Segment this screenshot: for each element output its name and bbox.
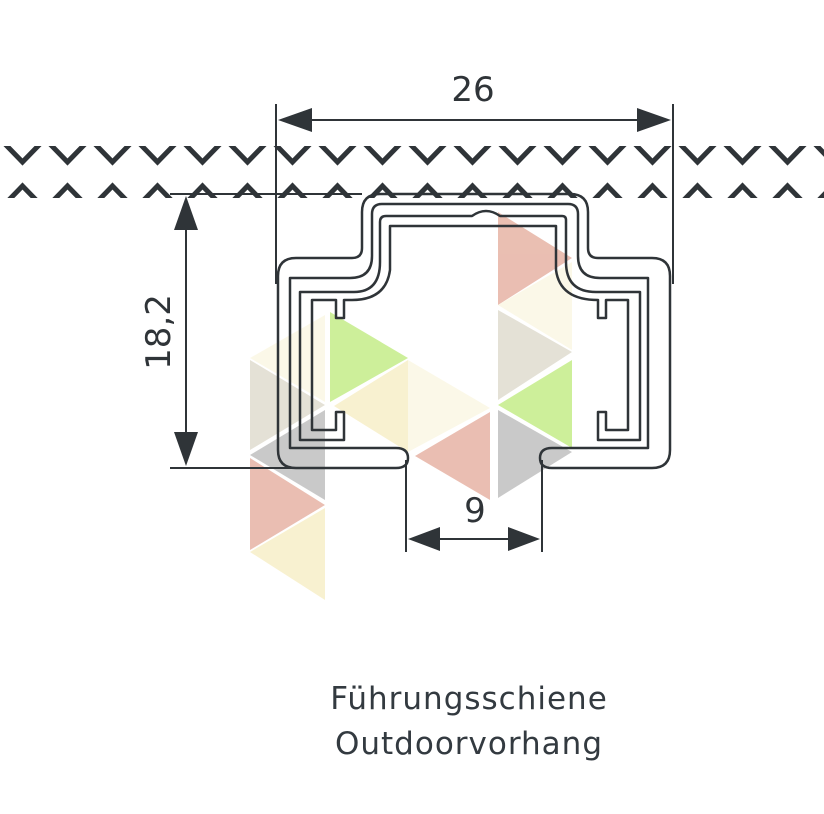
fabric-triangle (330, 312, 408, 402)
chain-pattern-row (0, 146, 824, 198)
caption-line-2: Outdoorvorhang (334, 726, 604, 762)
fabric-triangle (498, 262, 572, 350)
fabric-triangle (250, 508, 325, 600)
fabric-triangle (498, 310, 572, 400)
fabric-triangle (498, 360, 572, 448)
dimension-height (170, 193, 362, 469)
arrowhead-right (637, 108, 671, 132)
fabric-triangle (498, 212, 572, 305)
fabric-triangle (415, 412, 490, 500)
dimension-opening-label: 9 (464, 491, 486, 531)
dimension-width (275, 104, 674, 284)
arrowhead-top (174, 196, 198, 230)
rail-profile (276, 192, 672, 470)
arrowhead-opening-right (508, 527, 540, 551)
fabric-triangle (250, 360, 325, 450)
arrowhead-left (278, 108, 312, 132)
rail-inner-contour (298, 209, 642, 442)
rail-outer-contour (276, 192, 672, 470)
dimension-opening (405, 460, 543, 552)
dimension-width-label: 26 (451, 70, 494, 110)
curtain-fabric (250, 212, 572, 600)
fabric-triangle (250, 410, 325, 500)
fabric-triangle (250, 458, 325, 550)
fabric-triangle (498, 410, 572, 498)
dimension-height-label: 18,2 (139, 294, 179, 370)
arrowhead-opening-left (408, 527, 440, 551)
fabric-triangle (334, 360, 408, 452)
fabric-triangle (408, 360, 490, 452)
fabric-triangle (250, 315, 325, 402)
caption-line-1: Führungsschiene (330, 681, 608, 717)
arrowhead-bottom (174, 432, 198, 466)
